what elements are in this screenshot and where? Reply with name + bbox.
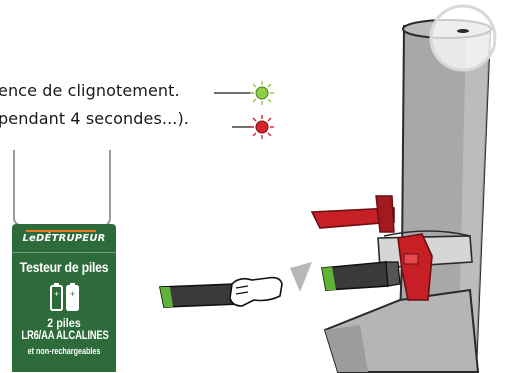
- battery-pair-icon: + +: [50, 283, 79, 311]
- caption-duration: pendant 4 secondes...).: [0, 109, 189, 128]
- top-button-icon: [457, 29, 469, 33]
- top-button-highlight-circle: [431, 6, 495, 70]
- battery-type: LR6/AA ALCALINES: [21, 330, 109, 342]
- card-title: Testeur de piles: [19, 259, 109, 275]
- brand-logo: LeDÉTRUPEUR: [22, 233, 106, 244]
- svg-text:+: +: [70, 290, 76, 298]
- caption-blink-sequence: ence de clignotement.: [0, 81, 180, 100]
- battery-count: 2 piles: [47, 316, 81, 330]
- brand-accent-bar: [25, 230, 97, 232]
- inserted-battery: [321, 261, 401, 291]
- card-divider: [12, 252, 116, 253]
- battery-tester-device: [310, 4, 497, 373]
- device-tube-highlight: [458, 32, 490, 372]
- red-led-icon: [250, 115, 274, 139]
- svg-text:+: +: [54, 290, 60, 298]
- insert-direction-arrow: [290, 262, 312, 292]
- hand-icon: [229, 276, 283, 307]
- battery-in-hand: [159, 276, 283, 308]
- card-hanger-loop: [13, 150, 111, 227]
- red-lower-clamp: [397, 233, 433, 301]
- battery-tester-card: LeDÉTRUPEUR Testeur de piles + + 2 piles…: [12, 224, 116, 372]
- battery-note: et non-rechargeables: [27, 346, 101, 356]
- green-led-icon: [250, 81, 274, 105]
